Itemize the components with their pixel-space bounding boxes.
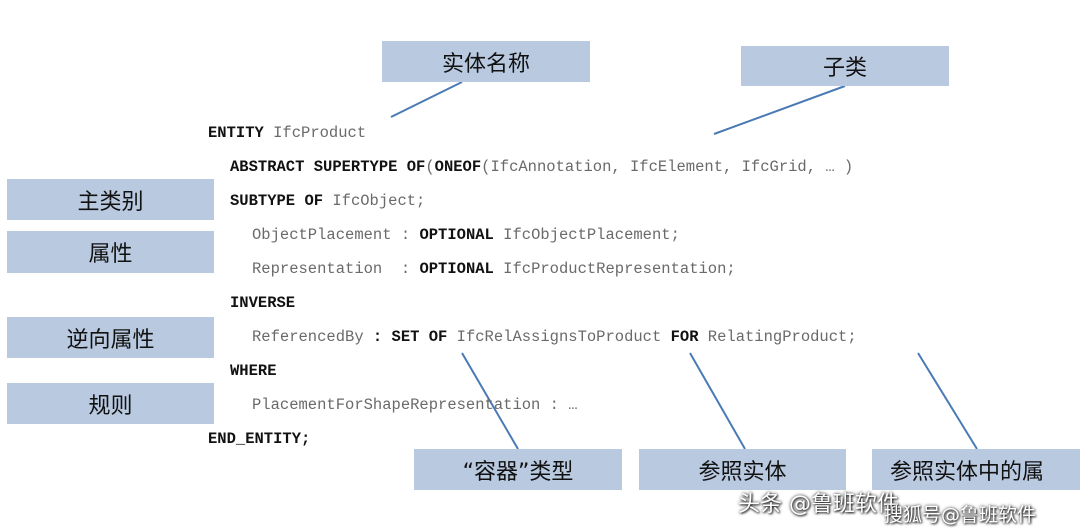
label-reference-entity: 参照实体 bbox=[639, 449, 846, 490]
attr-relating-product: RelatingProduct; bbox=[698, 328, 857, 346]
kw-inverse: INVERSE bbox=[230, 294, 296, 312]
kw-oneof: ONEOF bbox=[434, 158, 482, 176]
watermark-toutiao: 头条 @鲁班软件 bbox=[738, 492, 899, 517]
attr-object-placement: ObjectPlacement : bbox=[252, 226, 420, 244]
label-attributes: 属性 bbox=[7, 231, 214, 273]
type-object-placement: IfcObjectPlacement; bbox=[493, 226, 680, 244]
connector-entity-name bbox=[390, 81, 463, 118]
connector-container-type bbox=[461, 352, 519, 450]
kw-abstract-supertype-of: ABSTRACT SUPERTYPE OF bbox=[230, 158, 426, 176]
kw-optional: OPTIONAL bbox=[419, 226, 494, 244]
code-line-object-placement: ObjectPlacement : OPTIONAL IfcObjectPlac… bbox=[252, 226, 680, 244]
kw-set-of: : SET OF bbox=[372, 328, 448, 346]
label-reference-entity-attr: 参照实体中的属 bbox=[872, 449, 1080, 490]
entity-name: IfcProduct bbox=[263, 124, 367, 142]
attr-representation: Representation : bbox=[252, 260, 420, 278]
code-line-end-entity: END_ENTITY; bbox=[208, 430, 311, 448]
code-line-where: WHERE bbox=[230, 362, 277, 380]
type-representation: IfcProductRepresentation; bbox=[493, 260, 736, 278]
code-line-supertype: ABSTRACT SUPERTYPE OF(ONEOF(IfcAnnotatio… bbox=[230, 158, 854, 176]
rule-placement: PlacementForShapeRepresentation : … bbox=[252, 396, 578, 414]
connector-subclass bbox=[713, 85, 846, 135]
kw-optional: OPTIONAL bbox=[419, 260, 494, 278]
code-line-entity: ENTITY IfcProduct bbox=[208, 124, 367, 142]
code-line-inverse: INVERSE bbox=[230, 294, 296, 312]
label-main-category: 主类别 bbox=[7, 179, 214, 220]
code-line-referenced-by: ReferencedBy : SET OF IfcRelAssignsToPro… bbox=[252, 328, 857, 346]
label-inverse-attributes: 逆向属性 bbox=[7, 317, 214, 358]
type-rel-assigns: IfcRelAssignsToProduct bbox=[447, 328, 671, 346]
code-line-rule: PlacementForShapeRepresentation : … bbox=[252, 396, 578, 414]
kw-where: WHERE bbox=[230, 362, 277, 380]
kw-entity: ENTITY bbox=[208, 124, 264, 142]
kw-of: OF bbox=[304, 192, 324, 210]
subtype-parent: IfcObject; bbox=[323, 192, 426, 210]
connector-reference-entity bbox=[689, 352, 746, 450]
code-line-representation: Representation : OPTIONAL IfcProductRepr… bbox=[252, 260, 736, 278]
code-line-subtype: SUBTYPE OF IfcObject; bbox=[230, 192, 426, 210]
attr-referenced-by: ReferencedBy bbox=[252, 328, 373, 346]
label-rules: 规则 bbox=[7, 383, 214, 424]
supertype-list: (IfcAnnotation, IfcElement, IfcGrid, … ) bbox=[481, 158, 854, 176]
label-entity-name: 实体名称 bbox=[382, 41, 590, 82]
kw-for: FOR bbox=[670, 328, 699, 346]
kw-subtype: SUBTYPE bbox=[230, 192, 296, 210]
paren: ( bbox=[425, 158, 435, 176]
label-subclass: 子类 bbox=[741, 46, 949, 86]
kw-end-entity: END_ENTITY; bbox=[208, 430, 311, 448]
label-container-type: “容器”类型 bbox=[414, 449, 622, 490]
connector-reference-attr bbox=[917, 352, 978, 450]
watermark-sohu: 搜狐号@鲁班软件 bbox=[884, 504, 1037, 526]
